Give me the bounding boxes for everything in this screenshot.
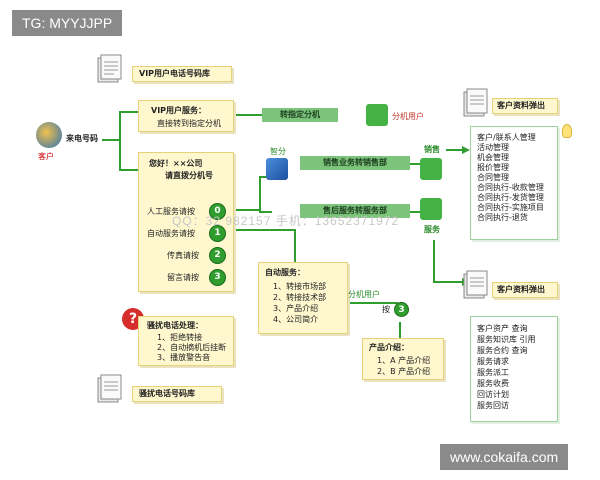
list-item: 活动管理 [477,143,509,152]
list-item: 1、A 产品介绍 [377,356,431,365]
bottom-tag: www.cokaifa.com [440,444,569,470]
customer-data-popup-label: 客户资料弹出 [492,98,558,114]
list-item: 服务合约 查询 [477,346,528,355]
menu-number-3: 3 [209,269,226,286]
harassment-title: 骚扰电话处理： [147,321,203,330]
service-label: 服务 [424,225,440,234]
vip-service-box: VIP用户服务： 直接转到指定分机 [138,100,234,132]
top-tag: TG: MYYJJPP [12,10,123,36]
list-item: 服务回访 [477,401,509,410]
smart-routing-label: 智分 [270,147,286,156]
sales-route-arrow: 销售业务转销售部 [300,156,410,170]
menu-item-1: 自动服务请按 [147,229,195,238]
sales-label: 销售 [424,145,440,154]
auto-service-title: 自动服务： [265,268,305,277]
document-icon [96,374,122,404]
list-item: 2、转接技术部 [273,293,327,302]
customer-label: 客户 [38,152,54,161]
product-intro-box: 产品介绍： 1、A 产品介绍 2、B 产品介绍 [362,338,444,380]
sales-phone-icon [420,158,442,180]
list-item: 2、B 产品介绍 [377,367,431,376]
customer-icon [36,122,62,148]
harassment-handling-box: 骚扰电话处理： 1、拒绝转接 2、自动摘机后挂断 3、播放警告音 [138,316,234,366]
list-item: 服务收费 [477,379,509,388]
list-item: 1、转接市场部 [273,282,327,291]
document-icon [462,270,488,300]
list-item: 3、播放警告音 [157,353,211,362]
menu-number-1: 1 [209,225,226,242]
menu-item-3: 留言请按 [167,273,199,282]
list-item: 合同执行-退货 [477,213,528,222]
press-label: 按 [382,305,390,314]
greeting-line1: 您好！××公司 [149,159,203,168]
document-icon [462,88,488,118]
list-item: 合同执行-收款管理 [477,183,544,192]
list-item: 合同执行-发货管理 [477,193,544,202]
list-item: 1、拒绝转接 [157,333,203,342]
vip-service-desc: 直接转到指定分机 [157,119,221,128]
customer-data-popup-label-2: 客户资料弹出 [492,282,558,298]
lightbulb-icon [562,124,572,138]
smart-routing-icon [266,158,288,180]
ivr-menu-box: 您好！××公司 请直拨分机号 人工服务请按 0 自动服务请按 1 传真请按 2 … [138,152,234,292]
extension-user-label-2: 分机用户 [348,290,380,299]
service-modules-list: 客户资产 查询 服务知识库 引用 服务合约 查询 服务请求 服务派工 服务收费 … [470,316,558,422]
menu-number-2: 2 [209,247,226,264]
product-intro-title: 产品介绍： [369,343,409,352]
extension-user-label: 分机用户 [392,112,424,121]
sales-modules-list: 客户/联系人管理 活动管理 机会管理 报价管理 合同管理 合同执行-收款管理 合… [470,126,558,240]
list-item: 合同管理 [477,173,509,182]
list-item: 报价管理 [477,163,509,172]
watermark-text: QQ：32 982157 手机：13652371972 [172,214,400,228]
auto-service-box: 自动服务： 1、转接市场部 2、转接技术部 3、产品介绍 4、公司简介 [258,262,348,334]
list-item: 合同执行-实施项目 [477,203,544,212]
list-item: 4、公司简介 [273,315,319,324]
press-number-3: 3 [394,302,409,317]
list-item: 2、自动摘机后挂断 [157,343,227,352]
service-phone-icon [420,198,442,220]
list-item: 回访计划 [477,390,509,399]
list-item: 客户资产 查询 [477,324,528,333]
vip-db-label: VIP用户电话号码库 [132,66,232,82]
vip-service-title: VIP用户服务： [151,106,207,115]
list-item: 服务请求 [477,357,509,366]
incoming-number-label: 来电号码 [66,134,98,143]
list-item: 机会管理 [477,153,509,162]
phone-check-icon [366,104,388,126]
menu-number-0: 0 [209,203,226,220]
after-sales-route-arrow: 售后服务转服务部 [300,204,410,218]
menu-item-0: 人工服务请按 [147,207,195,216]
list-item: 服务知识库 引用 [477,335,536,344]
transfer-extension-arrow: 转指定分机 [262,108,338,122]
list-item: 3、产品介绍 [273,304,319,313]
menu-item-2: 传真请按 [167,251,199,260]
document-icon [96,54,122,84]
list-item: 服务派工 [477,368,509,377]
harassment-db-label: 骚扰电话号码库 [132,386,222,402]
list-item: 客户/联系人管理 [477,133,536,142]
greeting-line2: 请直拨分机号 [165,171,213,180]
